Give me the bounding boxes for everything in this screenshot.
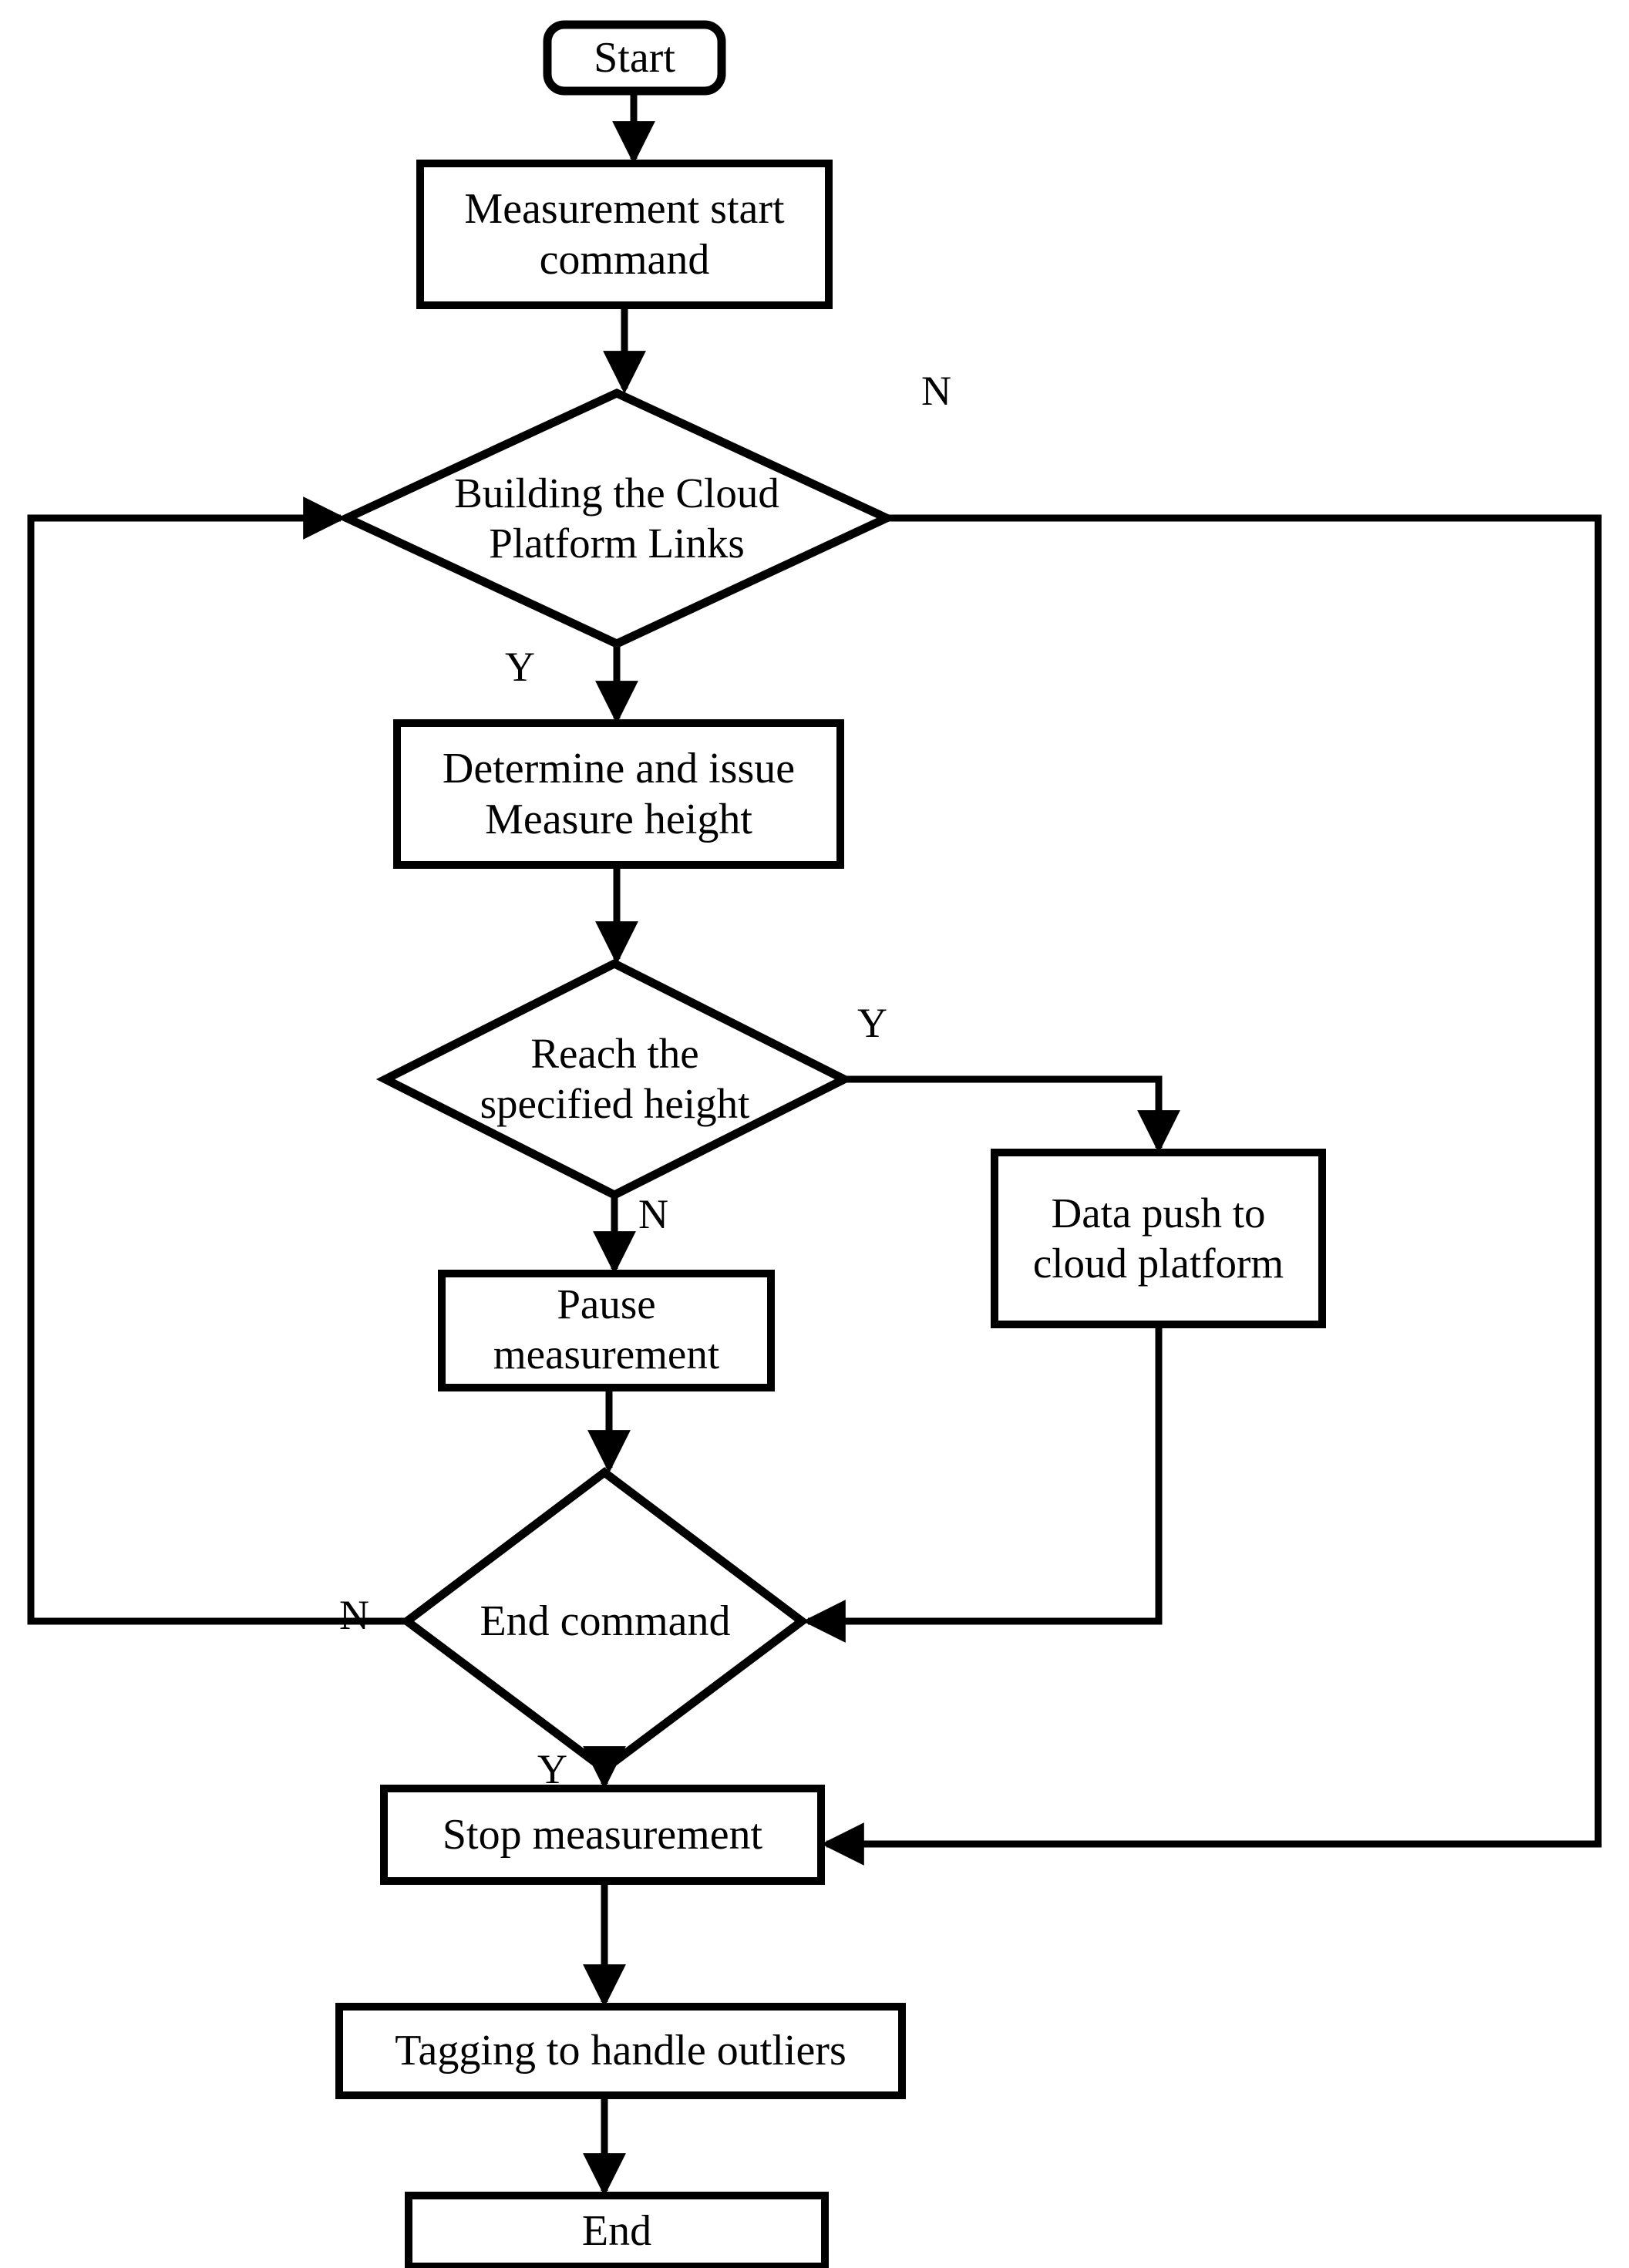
node-pause-measurement-shape bbox=[438, 1270, 775, 1391]
edge-reach-yes-to-data-push bbox=[844, 1075, 1180, 1153]
node-end-shape bbox=[405, 2192, 829, 2268]
node-reach-specified-height-shape bbox=[375, 958, 854, 1200]
edge-data-push-to-end-command bbox=[803, 1324, 1163, 1643]
node-start-shape bbox=[543, 20, 726, 96]
node-end-command-shape bbox=[399, 1467, 809, 1775]
node-data-push-cloud-shape bbox=[991, 1149, 1326, 1328]
node-measurement-start-command-shape bbox=[416, 160, 833, 309]
edge-label-reach-no: N bbox=[638, 1191, 668, 1237]
node-building-cloud-links-shape bbox=[336, 388, 897, 649]
edge-label-building-no: N bbox=[921, 368, 951, 414]
edge-building-no-to-stop-measurement bbox=[821, 514, 1602, 1866]
edge-label-end-command-yes: Y bbox=[537, 1746, 567, 1792]
edge-label-reach-yes: Y bbox=[857, 1000, 887, 1046]
node-tagging-outliers-shape bbox=[335, 2003, 906, 2099]
edge-label-building-yes: Y bbox=[505, 644, 535, 690]
node-stop-measurement-shape bbox=[380, 1785, 825, 1885]
edge-end-command-no-to-building bbox=[27, 496, 407, 1625]
node-determine-measure-height-shape bbox=[393, 719, 844, 869]
edge-label-end-command-no: N bbox=[339, 1592, 369, 1638]
